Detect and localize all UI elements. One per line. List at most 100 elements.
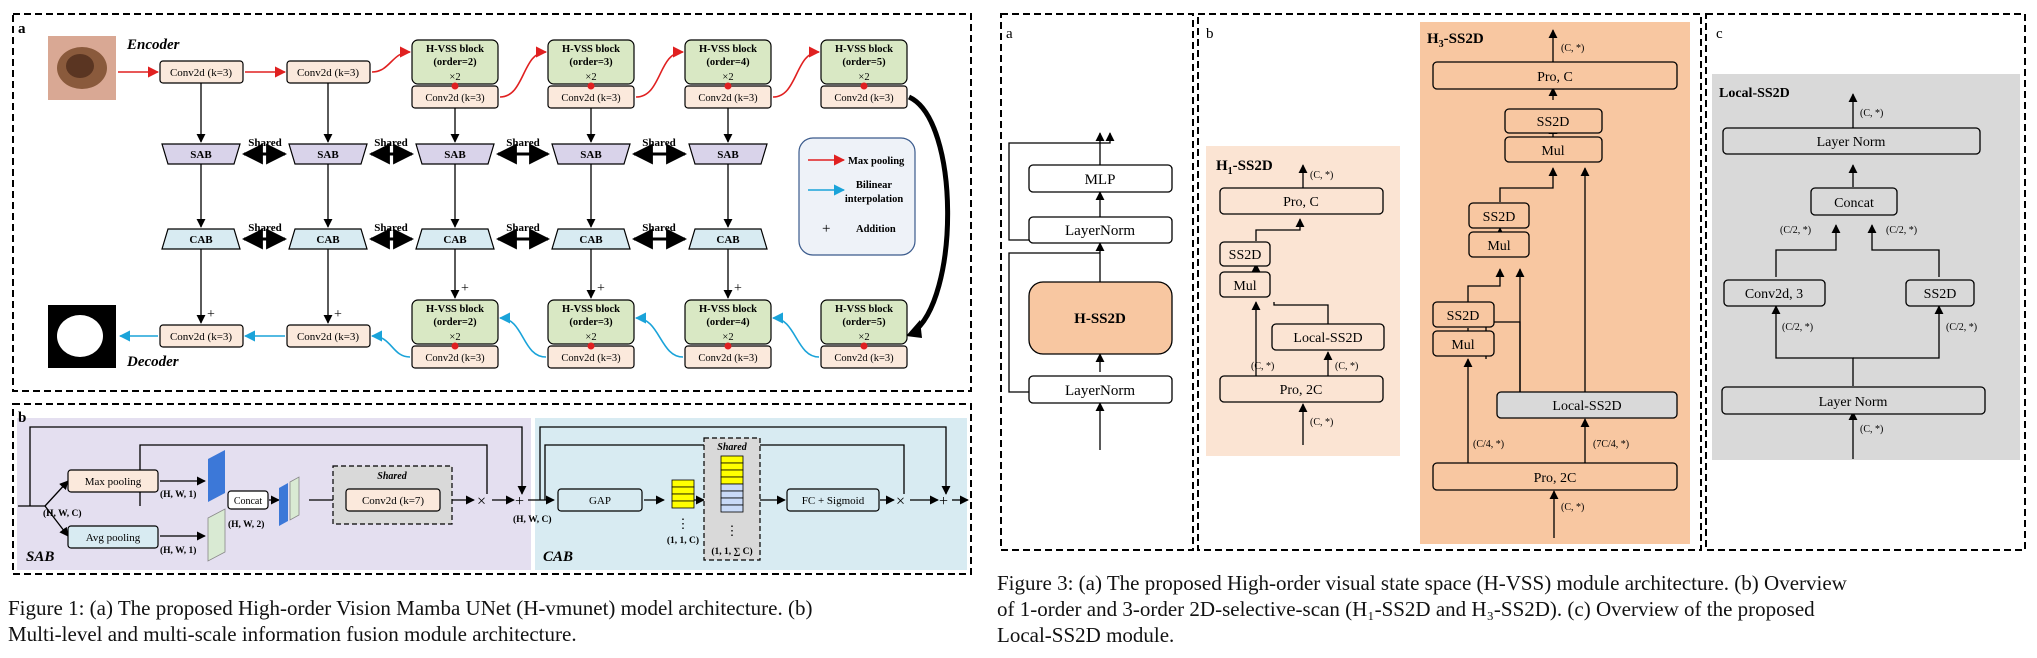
svg-text:Local-SS2D: Local-SS2D bbox=[1552, 399, 1621, 414]
h1-ss2d bbox=[1219, 241, 1271, 267]
svg-text:(1, 1, ∑ C): (1, 1, ∑ C) bbox=[711, 546, 752, 557]
svg-text:H3-SS2D: H3-SS2D bbox=[1427, 31, 1484, 50]
enc-hvss-5-x2: ×2 bbox=[858, 72, 869, 83]
figure-1-caption-line-1: Figure 1: (a) The proposed High-order Vi… bbox=[8, 596, 813, 620]
enc-hvss-5-title: H-VSS block bbox=[835, 44, 893, 55]
h3-pro-c bbox=[1432, 61, 1678, 90]
svg-text:LayerNorm: LayerNorm bbox=[1065, 383, 1135, 399]
bottleneck-arrow bbox=[907, 94, 951, 336]
encoder-label: Encoder bbox=[126, 37, 180, 53]
svg-text:(C/2, *): (C/2, *) bbox=[1782, 322, 1813, 333]
output-mask-image bbox=[48, 305, 116, 368]
figure-3-caption: Figure 3: (a) The proposed High-order vi… bbox=[997, 570, 2033, 648]
svg-text:Mul: Mul bbox=[1487, 239, 1510, 254]
svg-text:Pro, C: Pro, C bbox=[1537, 70, 1573, 85]
fig3-panel-a: a MLP LayerNorm H-SS2D LayerNorm bbox=[1000, 13, 1194, 551]
fig3-panel-c: c Local-SS2D Layer Norm Concat Conv2d, 3… bbox=[1705, 13, 2026, 551]
svg-text:(order=2): (order=2) bbox=[433, 317, 477, 328]
svg-text:Conv2d (k=3): Conv2d (k=3) bbox=[425, 353, 485, 364]
shared-arrows bbox=[241, 143, 688, 250]
enc-hvss-4-x2: ×2 bbox=[722, 72, 733, 83]
svg-text:(order=3): (order=3) bbox=[569, 317, 613, 328]
enc-hvss-4: H-VSS block (order=4) ×2 Conv2d (k=3) bbox=[684, 39, 772, 109]
sab-row: SAB SAB SAB SAB SAB bbox=[161, 143, 768, 165]
fig3-hss2d bbox=[1028, 281, 1173, 355]
dec-conv-1 bbox=[159, 324, 244, 348]
svg-text:+: + bbox=[822, 221, 830, 237]
svg-text:SS2D: SS2D bbox=[1229, 248, 1262, 263]
svg-text:×2: ×2 bbox=[449, 332, 460, 343]
svg-text:Pro, 2C: Pro, 2C bbox=[1280, 383, 1323, 398]
enc-conv-2-label: Conv2d (k=3) bbox=[297, 67, 359, 79]
svg-text:(C, *): (C, *) bbox=[1561, 502, 1584, 513]
svg-text:(C, *): (C, *) bbox=[1335, 361, 1358, 372]
decoder-label: Decoder bbox=[126, 354, 179, 370]
svg-text:Avg pooling: Avg pooling bbox=[86, 532, 141, 544]
lc-concat bbox=[1810, 187, 1898, 216]
svg-text:(C, *): (C, *) bbox=[1561, 43, 1584, 54]
h3-ss2d-1 bbox=[1432, 301, 1495, 328]
input-skin-image bbox=[48, 36, 116, 100]
sab-3-label: SAB bbox=[444, 149, 466, 161]
h3-mul-1 bbox=[1432, 330, 1495, 357]
legend-bilinear: Bilinear bbox=[856, 180, 893, 191]
svg-text:Shared: Shared bbox=[374, 222, 407, 234]
figure-1-caption-line-2: Multi-level and multi-scale information … bbox=[8, 622, 577, 646]
svg-text:(1, 1, C): (1, 1, C) bbox=[667, 535, 699, 546]
svg-text:⋮: ⋮ bbox=[677, 516, 690, 531]
enc-conv-1-label: Conv2d (k=3) bbox=[170, 67, 232, 79]
enc-hvss-2-order: (order=2) bbox=[433, 57, 477, 68]
legend-interpolation: interpolation bbox=[845, 194, 903, 205]
svg-text:H-VSS block: H-VSS block bbox=[699, 304, 757, 315]
svg-text:Shared: Shared bbox=[377, 471, 407, 482]
svg-text:+: + bbox=[461, 281, 469, 296]
figure-3-caption-line-1: Figure 3: (a) The proposed High-order vi… bbox=[997, 571, 1847, 595]
dec-hvss-4: H-VSS block (order=4) ×2 Conv2d (k=3) + bbox=[684, 281, 772, 369]
enc-hvss-3-x2: ×2 bbox=[585, 72, 596, 83]
sab-1-label: SAB bbox=[190, 149, 212, 161]
fig3-panel-b-label: b bbox=[1206, 26, 1214, 42]
fig3-layernorm-bottom bbox=[1028, 375, 1173, 404]
dec-conv-1-label: Conv2d (k=3) bbox=[170, 331, 232, 343]
svg-text:LayerNorm: LayerNorm bbox=[1065, 223, 1135, 239]
dec-hvss-3: H-VSS block (order=3) ×2 Conv2d (k=3) + bbox=[547, 281, 635, 369]
b-avg-feature-map bbox=[207, 508, 226, 562]
legend: Max pooling Bilinear interpolation + Add… bbox=[798, 137, 916, 256]
svg-text:+: + bbox=[939, 493, 948, 510]
svg-text:+: + bbox=[734, 281, 742, 296]
svg-text:Mul: Mul bbox=[1451, 338, 1474, 353]
svg-text:Conv2d (k=3): Conv2d (k=3) bbox=[834, 353, 894, 364]
svg-text:(C/4, *): (C/4, *) bbox=[1473, 439, 1504, 450]
svg-text:⋮: ⋮ bbox=[726, 523, 739, 538]
svg-text:Shared: Shared bbox=[248, 222, 281, 234]
b-gap-vector: ⋮ (1, 1, C) bbox=[667, 479, 699, 546]
cab-5-label: CAB bbox=[716, 234, 740, 246]
h3-pro-2c bbox=[1432, 462, 1678, 491]
dec-conv-2-label: Conv2d (k=3) bbox=[297, 331, 359, 343]
svg-text:(C/2, *): (C/2, *) bbox=[1780, 225, 1811, 236]
enc-hvss-4-order: (order=4) bbox=[706, 57, 750, 68]
svg-text:(7C/4, *): (7C/4, *) bbox=[1593, 439, 1629, 450]
svg-text:Concat: Concat bbox=[234, 496, 263, 507]
fig3-panel-c-label: c bbox=[1716, 26, 1723, 42]
b-fc-sigmoid bbox=[786, 488, 880, 512]
svg-text:Conv2d (k=3): Conv2d (k=3) bbox=[698, 353, 758, 364]
svg-text:H-VSS block: H-VSS block bbox=[835, 304, 893, 315]
h3-local-ss2d bbox=[1496, 391, 1678, 419]
svg-text:Layer Norm: Layer Norm bbox=[1819, 395, 1888, 410]
fig1-panel-a-label: a bbox=[18, 21, 26, 37]
b-avg-pooling bbox=[67, 525, 159, 549]
svg-text:+: + bbox=[334, 307, 342, 322]
svg-text:MLP: MLP bbox=[1085, 172, 1116, 188]
svg-text:Shared: Shared bbox=[374, 137, 407, 149]
svg-text:(H, W, C): (H, W, C) bbox=[43, 508, 82, 519]
svg-text:H-VSS block: H-VSS block bbox=[562, 304, 620, 315]
enc-hvss-5: H-VSS block (order=5) ×2 Conv2d (k=3) bbox=[820, 39, 908, 109]
svg-text:(C, *): (C, *) bbox=[1860, 424, 1883, 435]
svg-text:(H, W, C): (H, W, C) bbox=[513, 514, 552, 525]
enc-conv-4-label: Conv2d (k=3) bbox=[561, 93, 621, 104]
svg-text:GAP: GAP bbox=[589, 495, 611, 507]
svg-text:Layer Norm: Layer Norm bbox=[1817, 135, 1886, 150]
